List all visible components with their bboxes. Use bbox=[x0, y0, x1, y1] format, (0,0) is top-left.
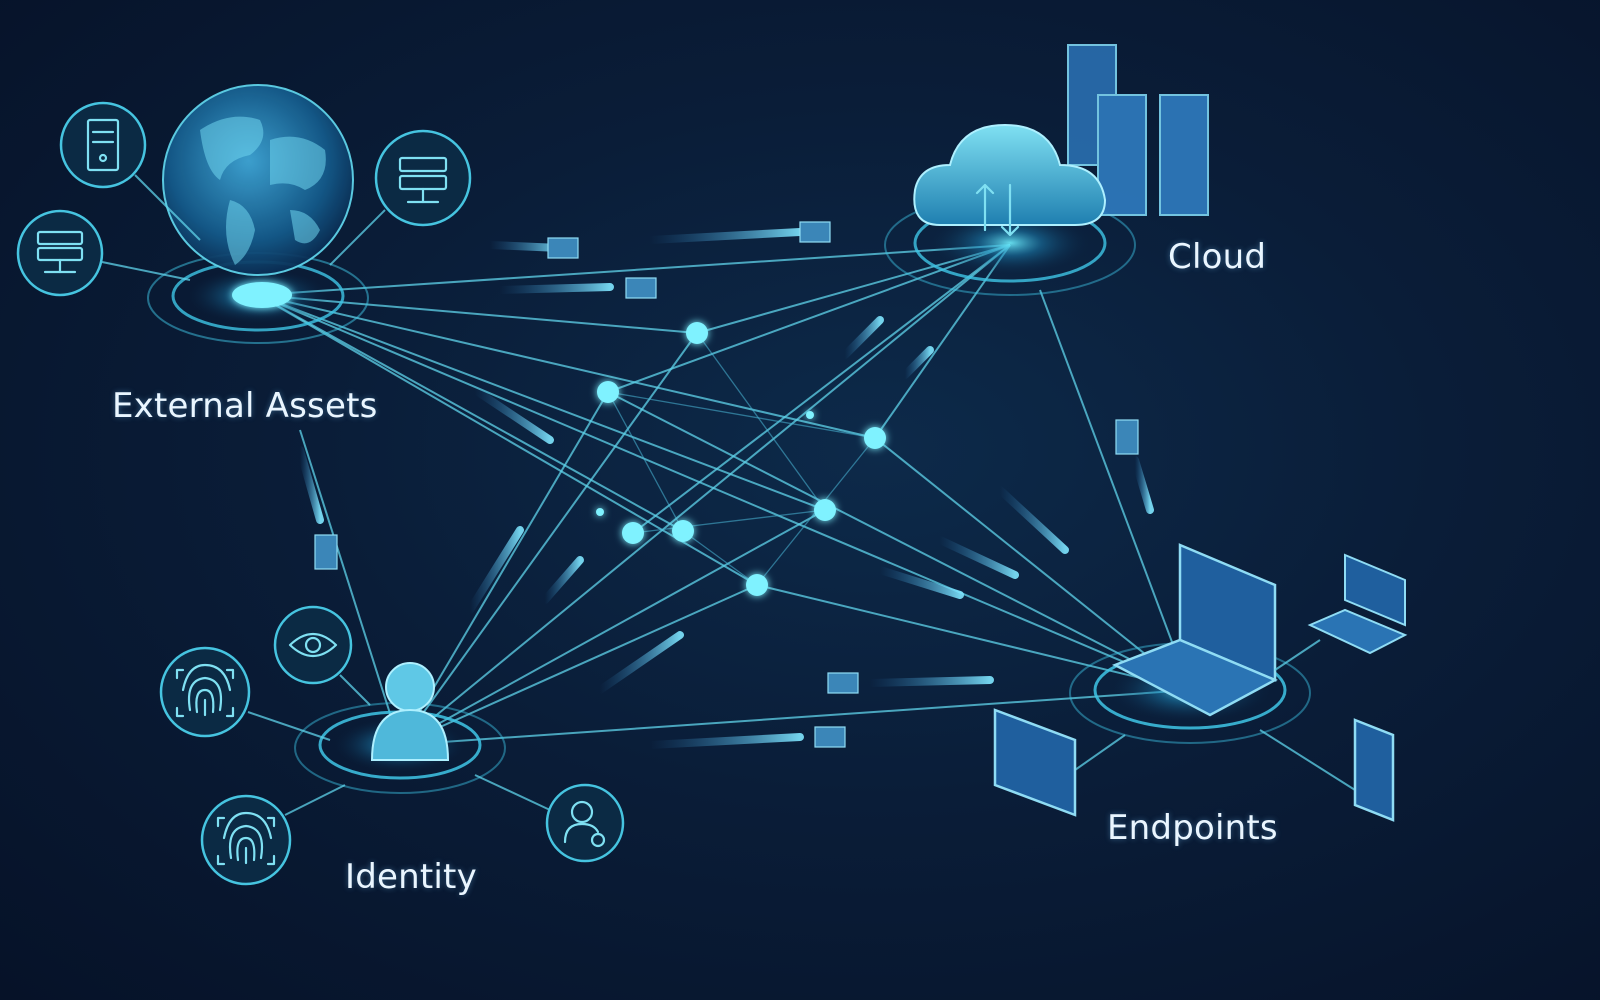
server-rack-icon bbox=[16, 209, 191, 297]
laptop-icon bbox=[1111, 543, 1278, 717]
external-assets-hub bbox=[147, 84, 369, 344]
server-tower-icon bbox=[1067, 44, 1209, 216]
server-rack-icon bbox=[329, 129, 472, 266]
endpoints-hub bbox=[1069, 543, 1311, 744]
tablet-icon bbox=[993, 708, 1126, 817]
user-icon bbox=[370, 662, 450, 761]
globe-icon bbox=[162, 84, 354, 276]
laptop-icon bbox=[1274, 553, 1408, 671]
server-tower-icon bbox=[59, 101, 201, 241]
network-nodes bbox=[596, 322, 886, 596]
fingerprint-icon bbox=[159, 646, 331, 741]
user-check-icon bbox=[474, 774, 625, 863]
endpoints-label: Endpoints bbox=[1107, 808, 1278, 848]
cloud-icon bbox=[913, 123, 1107, 226]
external-assets-label: External Assets bbox=[112, 386, 378, 426]
identity-label: Identity bbox=[345, 857, 477, 897]
cloud-label: Cloud bbox=[1168, 237, 1267, 277]
identity-hub bbox=[294, 662, 506, 794]
fingerprint-icon bbox=[200, 784, 346, 886]
phone-icon bbox=[1259, 718, 1395, 822]
data-packets bbox=[296, 221, 1154, 749]
eye-icon bbox=[273, 605, 371, 706]
connection-lines bbox=[257, 244, 1191, 746]
cloud-hub bbox=[884, 44, 1209, 296]
